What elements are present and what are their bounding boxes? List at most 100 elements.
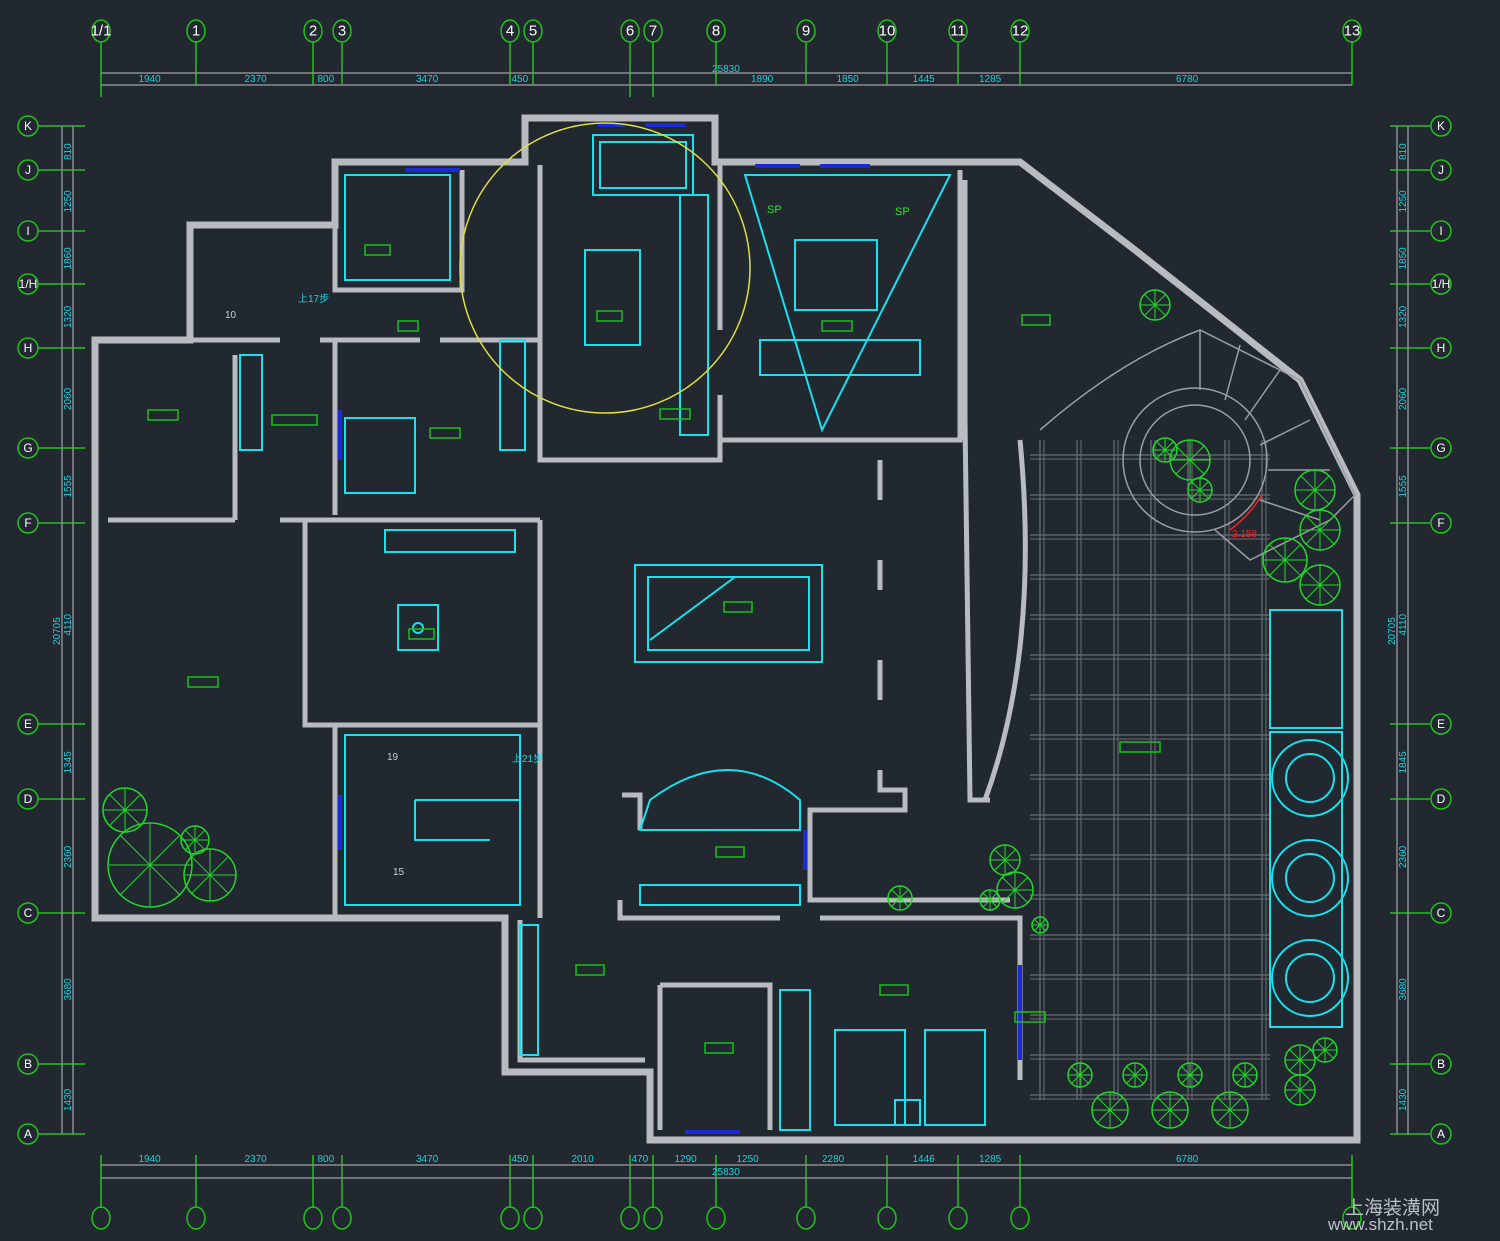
axis-bubble xyxy=(303,1206,323,1230)
axis-bubble xyxy=(706,1206,726,1230)
axis-bubble xyxy=(1430,1053,1452,1075)
room-label-tag xyxy=(397,320,419,332)
tree-icon xyxy=(1300,510,1340,550)
room-label-tag xyxy=(429,427,461,439)
bed xyxy=(794,239,878,311)
tree-icon xyxy=(997,872,1033,908)
axis-bubble xyxy=(17,1123,39,1145)
room-label-tag xyxy=(821,320,853,332)
axis-bubble xyxy=(17,902,39,924)
axis-bubble xyxy=(91,19,111,43)
axis-bubble xyxy=(1430,788,1452,810)
dimension-text: 3470 xyxy=(416,74,439,85)
dimension-text: 2010 xyxy=(572,1154,595,1165)
water-feature xyxy=(1269,609,1343,729)
axis-label: A xyxy=(24,1127,32,1141)
dimension-text: 2060 xyxy=(1398,387,1409,410)
axis-bubble xyxy=(948,1206,968,1230)
axis-bubble xyxy=(1430,220,1452,242)
sp-label: SP xyxy=(895,206,910,218)
dimension-total: 25830 xyxy=(712,1167,740,1178)
room-label-tag xyxy=(147,409,179,421)
dimension-text: 1290 xyxy=(675,1154,698,1165)
tree-icon xyxy=(1212,1092,1248,1128)
axis-bubble xyxy=(17,159,39,181)
axis-bubble xyxy=(796,19,816,43)
room-label-tag xyxy=(596,310,623,322)
axis-bubble xyxy=(877,19,897,43)
axis-bubble xyxy=(620,19,640,43)
axis-bubble xyxy=(500,19,520,43)
axis-bubble xyxy=(17,512,39,534)
axis-label: J xyxy=(25,163,31,177)
axis-label: I xyxy=(26,224,29,238)
axis-bubble xyxy=(948,19,968,43)
dimension-total: 20705 xyxy=(52,617,63,645)
dimension-text: 4110 xyxy=(1398,614,1409,636)
room-label-tag xyxy=(723,601,753,613)
dimension-text: 1850 xyxy=(837,74,860,85)
axis-bubble xyxy=(877,1206,897,1230)
axis-label: E xyxy=(1437,717,1445,731)
dimension-text: 810 xyxy=(1398,143,1409,160)
tree-icon xyxy=(108,823,192,907)
stair-step-number: 19 xyxy=(387,752,399,763)
axis-bubble xyxy=(303,19,323,43)
tree-icon xyxy=(181,826,209,854)
axis-label: H xyxy=(24,341,33,355)
stair-step-number: 15 xyxy=(393,867,405,878)
spa-bed xyxy=(584,249,641,346)
axis-label: B xyxy=(24,1057,32,1071)
landscape-trees xyxy=(102,289,1341,1129)
stair-step-number: 10 xyxy=(225,310,237,321)
axis-label: 11 xyxy=(950,23,966,40)
axis-label: 5 xyxy=(529,23,537,40)
room-label-tag xyxy=(715,846,745,858)
dimension-text: 1320 xyxy=(1398,305,1409,328)
dimension-text: 1860 xyxy=(63,247,74,270)
room-label-tag xyxy=(1119,741,1161,753)
dimension-text: 1250 xyxy=(63,190,74,213)
axis-bubble xyxy=(1430,713,1452,735)
bathtub xyxy=(592,134,694,196)
elevation-label: 2.158 xyxy=(1232,529,1257,540)
room-label-tag xyxy=(659,408,691,420)
dimension-text: 2280 xyxy=(822,1154,845,1165)
dimension-text: 3680 xyxy=(1398,978,1409,1001)
dimension-text: 1285 xyxy=(979,74,1002,85)
room-label-tag xyxy=(364,244,391,256)
dimension-text: 6780 xyxy=(1176,1154,1199,1165)
axis-label: 13 xyxy=(1344,23,1361,40)
tree-icon xyxy=(990,845,1020,875)
dimension-text: 1446 xyxy=(913,1154,936,1165)
tree-icon xyxy=(888,886,912,910)
axis-bubble xyxy=(91,1206,111,1230)
dimension-text: 1445 xyxy=(913,74,936,85)
axis-label: C xyxy=(1437,906,1446,920)
dimension-text: 810 xyxy=(63,143,74,160)
tree-icon xyxy=(184,849,236,901)
axis-label: G xyxy=(23,441,32,455)
sp-label: SP xyxy=(767,204,782,216)
axis-bubble xyxy=(643,1206,663,1230)
axis-label: 2 xyxy=(309,23,317,40)
dimension-text: 1250 xyxy=(1398,190,1409,213)
axis-label: E xyxy=(24,717,32,731)
axis-bubble xyxy=(1430,1123,1452,1145)
room-label-tag xyxy=(575,964,605,976)
dimension-text: 1940 xyxy=(139,1154,162,1165)
axis-label: D xyxy=(1437,792,1446,806)
axis-bubble xyxy=(1342,1206,1362,1230)
axis-bubble xyxy=(523,1206,543,1230)
windows xyxy=(338,123,1022,1134)
dimension-total: 25830 xyxy=(712,64,740,75)
tree-icon xyxy=(1295,470,1335,510)
dimension-total: 20705 xyxy=(1387,617,1398,645)
axis-bubble xyxy=(706,19,726,43)
axis-bubble xyxy=(17,713,39,735)
elevation-marker xyxy=(1229,494,1263,531)
axis-bubble xyxy=(186,1206,206,1230)
tree-icon xyxy=(1263,538,1307,582)
dining-table xyxy=(397,604,439,651)
